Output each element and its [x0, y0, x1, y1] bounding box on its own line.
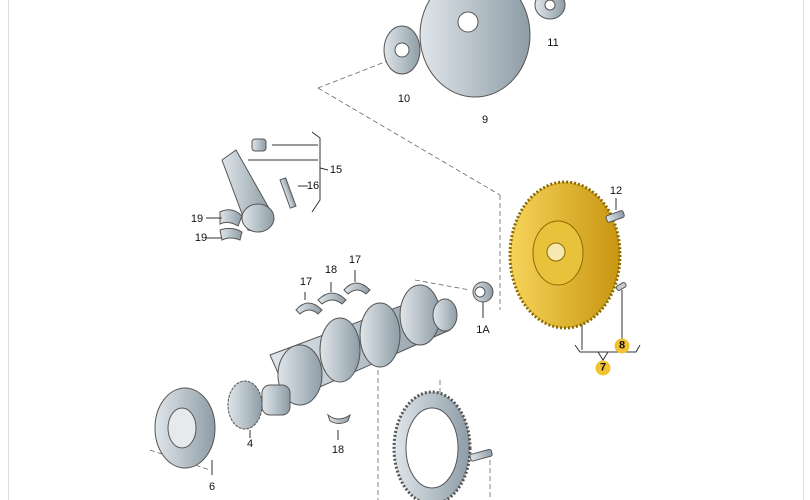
label-1A[interactable]: 1A	[476, 324, 490, 336]
label-8[interactable]: 8	[614, 338, 630, 354]
pulley-6[interactable]	[154, 387, 216, 469]
bushing-1A[interactable]	[472, 281, 494, 303]
bolt-12[interactable]	[605, 210, 625, 223]
crankshaft[interactable]	[261, 284, 458, 416]
label-9[interactable]: 9	[481, 114, 489, 126]
ring-gear[interactable]	[392, 390, 472, 500]
dual-mass-flywheel-7[interactable]	[508, 180, 622, 330]
label-18-bottom[interactable]: 18	[331, 444, 345, 456]
flexplate-9[interactable]	[419, 0, 531, 98]
label-19-upper[interactable]: 19	[190, 213, 204, 225]
label-16[interactable]: 16	[306, 180, 320, 192]
sprocket-4[interactable]	[227, 380, 263, 430]
label-15[interactable]: 15	[329, 164, 343, 176]
washer-11[interactable]	[534, 0, 566, 20]
label-10[interactable]: 10	[397, 93, 411, 105]
label-7[interactable]: 7	[595, 360, 611, 376]
shim-10[interactable]	[383, 25, 421, 75]
label-19-lower[interactable]: 19	[194, 232, 208, 244]
main-bearing-shells[interactable]	[295, 282, 371, 424]
label-12[interactable]: 12	[609, 185, 623, 197]
label-18-top[interactable]: 18	[324, 264, 338, 276]
label-4[interactable]: 4	[246, 438, 254, 450]
leader-lines	[206, 131, 641, 475]
label-6[interactable]: 6	[208, 481, 216, 493]
label-17-left[interactable]: 17	[299, 276, 313, 288]
dowel-8[interactable]	[615, 282, 627, 291]
label-11[interactable]: 11	[547, 37, 559, 49]
bolt-ring-gear[interactable]	[469, 448, 493, 462]
connecting-rod[interactable]	[219, 138, 297, 241]
label-17-right[interactable]: 17	[348, 254, 362, 266]
